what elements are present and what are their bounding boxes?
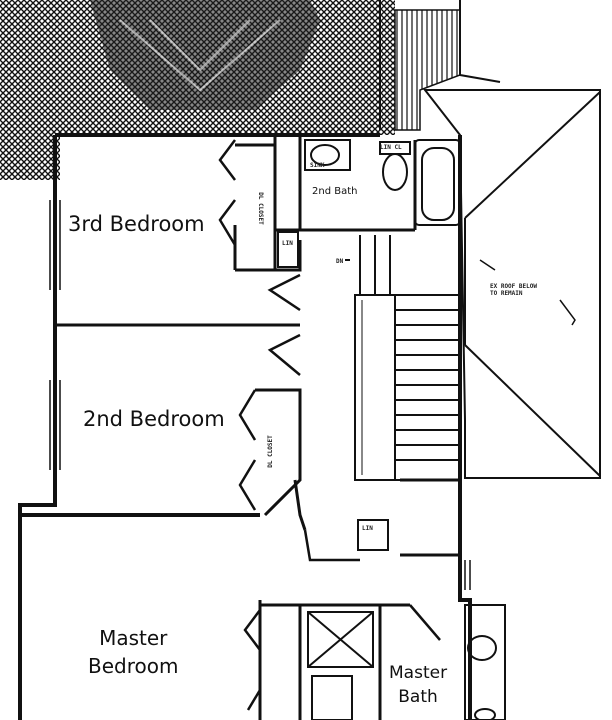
room-label-second-bath: 2nd Bath [312, 186, 358, 197]
closet-label-third-bedroom: DL CLOSET [256, 192, 264, 225]
closet-label-second-bedroom: DL CLOSET [266, 435, 274, 468]
master-bedroom-line-1: Master [99, 626, 168, 650]
interior-walls [55, 135, 460, 720]
room-label-third-bedroom: 3rd Bedroom [68, 212, 205, 236]
master-bath-line-2: Bath [398, 687, 438, 707]
linen-label-hall: LIN [282, 240, 293, 247]
linen-label-lower: LIN [362, 525, 373, 532]
linen-closets [277, 231, 389, 551]
staircase [345, 235, 461, 481]
roof-note-line-1: EX ROOF BELOW [490, 283, 537, 290]
upper-porch-hatch [379, 0, 501, 131]
roof-note-line-2: TO REMAIN [490, 290, 523, 297]
sink-label: SINK [310, 162, 325, 169]
master-bath-fixtures [307, 604, 506, 720]
master-bath-line-1: Master [389, 663, 448, 683]
closet-doors [218, 139, 441, 711]
master-bedroom-line-2: Bedroom [88, 654, 179, 678]
second-bath-fixtures [304, 139, 461, 226]
stair-down-label: DN [336, 258, 344, 265]
room-label-master-bedroom: Master Bedroom [88, 624, 178, 680]
room-label-master-bath: Master Bath [389, 661, 447, 709]
linen-closet-label-bath: LIN CL [380, 144, 402, 151]
room-label-second-bedroom: 2nd Bedroom [83, 407, 225, 431]
roof-note-label: EX ROOF BELOW TO REMAIN [490, 283, 537, 297]
windows [49, 200, 471, 590]
roof-hatched-area [0, 0, 395, 180]
